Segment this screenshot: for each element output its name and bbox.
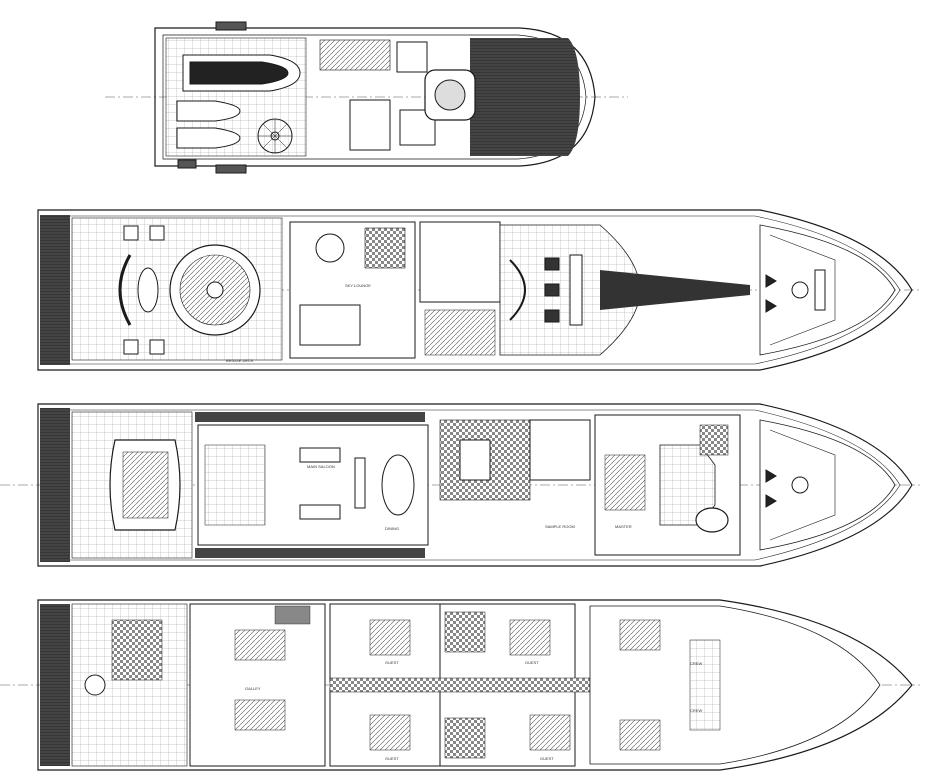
label-bridge-deck: BRIDGE DECK [226,358,254,363]
main-deck-plan [0,403,920,567]
label-sample-room: SAMPLE ROOM [545,524,575,529]
label-master: MASTER [615,524,632,529]
label-guest-2: GUEST [385,756,399,761]
bridge-deck-plan [37,209,920,371]
label-sky-lounge: SKY LOUNGE [345,283,371,288]
label-crew-1: CREW [690,661,702,666]
label-galley: GALLEY [245,686,261,691]
label-dining: DINING [385,526,399,531]
lower-deck-plan [0,599,920,771]
label-crew-2: CREW [690,708,702,713]
sun-deck-plan [105,21,628,174]
label-guest-4: GUEST [540,756,554,761]
label-main-saloon: MAIN SALOON [307,464,335,469]
label-guest-1: GUEST [385,660,399,665]
label-guest-3: GUEST [525,660,539,665]
room-labels: SKY LOUNGE BRIDGE DECK MAIN SALOON DININ… [226,283,702,761]
